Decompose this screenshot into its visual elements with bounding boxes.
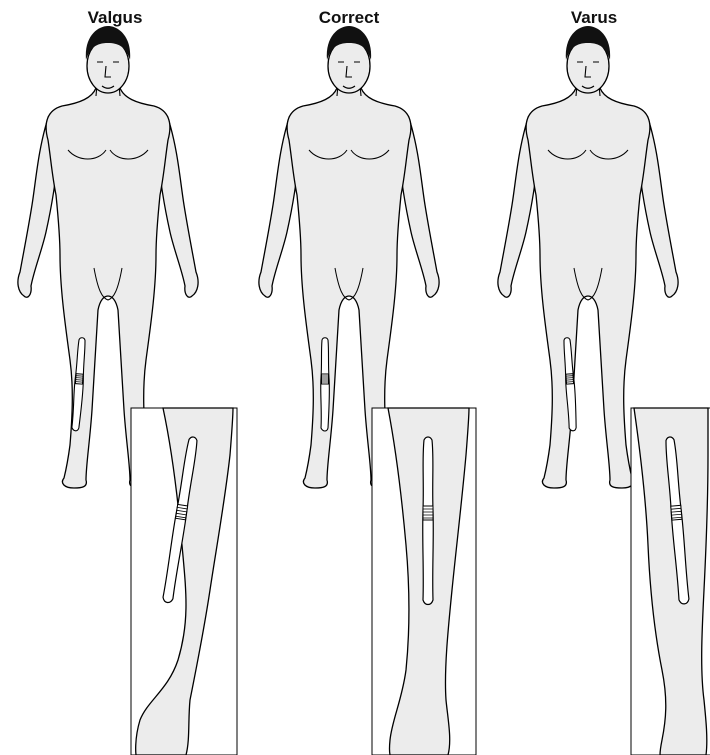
- valgus-figure: [18, 26, 237, 755]
- leg-inset-icon: [131, 408, 237, 755]
- leg-inset-icon: [631, 408, 710, 755]
- tibial-implant-icon: [321, 338, 330, 431]
- varus-figure: [498, 26, 710, 755]
- leg-inset-icon: [372, 408, 476, 755]
- correct-figure: [259, 26, 476, 755]
